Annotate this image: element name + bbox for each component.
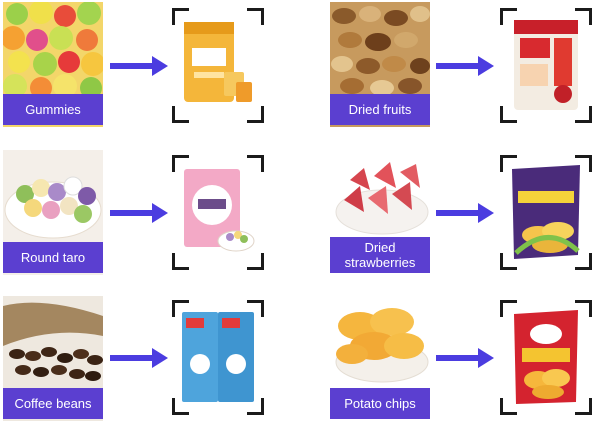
row-2-right-photo-cell: Dried strawberries: [330, 150, 430, 275]
product-label: Dried strawberries: [330, 237, 430, 273]
product-label: Potato chips: [330, 388, 430, 419]
row-2-right-package-frame: [500, 155, 592, 270]
product-label: Coffee beans: [3, 388, 103, 419]
row-2-left-photo-cell: Round taro: [3, 150, 103, 275]
row-3-right-photo-cell: Potato chips: [330, 296, 430, 421]
arrow-right-icon: [110, 56, 168, 76]
arrow-right-icon: [110, 203, 168, 223]
row-1-left-photo-cell: Gummies: [3, 2, 103, 127]
arrow-right-icon: [436, 203, 494, 223]
product-label: Gummies: [3, 94, 103, 125]
row-2-left-package-frame: [172, 155, 264, 270]
product-label: Dried fruits: [330, 94, 430, 125]
taro-balls-package-image: [180, 163, 256, 262]
row-3-left-photo-cell: Coffee beans: [3, 296, 103, 421]
product-label: Round taro: [3, 242, 103, 273]
gummies-photo: [3, 2, 103, 127]
potato-chips-bag-image: [508, 308, 584, 407]
melon-seeds-package-image: [508, 16, 584, 115]
coffee-packages-image: [180, 308, 256, 407]
gummies-package-image: [180, 16, 256, 115]
row-3-right-package-frame: [500, 300, 592, 415]
row-1-right-package-frame: [500, 8, 592, 123]
row-3-left-package-frame: [172, 300, 264, 415]
arrow-right-icon: [436, 348, 494, 368]
row-1-right-photo-cell: Dried fruits: [330, 2, 430, 127]
arrow-right-icon: [110, 348, 168, 368]
chips-bag-image: [508, 163, 584, 262]
arrow-right-icon: [436, 56, 494, 76]
row-1-left-package-frame: [172, 8, 264, 123]
